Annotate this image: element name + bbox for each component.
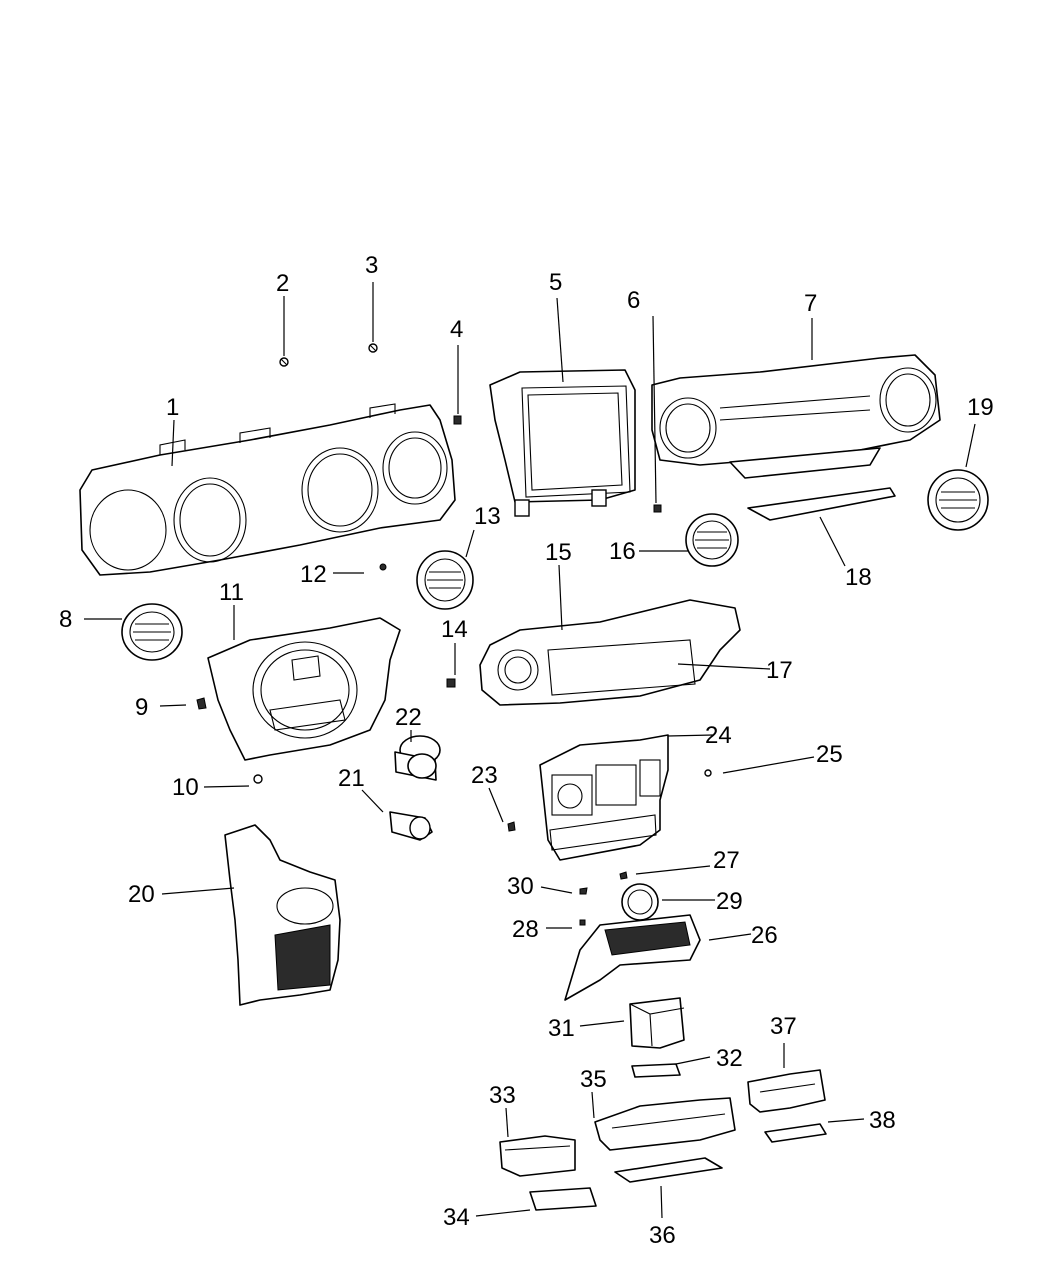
part-22-power-outlet [394,735,441,781]
callout-29: 29 [716,888,743,915]
part-28-clip [579,919,586,926]
callout-38: 38 [869,1107,896,1134]
callout-labels: 1 2 3 4 5 6 7 8 9 10 11 12 13 14 15 16 1… [59,252,994,1249]
part-7-passenger-bezel [651,354,941,479]
callout-13: 13 [474,503,501,530]
part-20-console-side-panel [224,824,341,1006]
leader-lines [84,282,976,1219]
part-29-ring [621,883,659,921]
callout-35: 35 [580,1066,607,1093]
part-2-screw [279,357,289,367]
part-31-storage-bin [629,997,685,1049]
callout-30: 30 [507,873,534,900]
part-15-17-center-trim [479,599,741,706]
part-5-screen-bezel [489,369,636,517]
part-4-clip [453,415,462,425]
part-18-trim-strip [747,487,896,521]
part-8-air-vent [121,603,183,661]
part-26-shifter-bezel [564,914,701,1001]
callout-2: 2 [276,270,289,297]
callout-23: 23 [471,762,498,789]
part-1-cluster-bezel [79,403,456,576]
callout-28: 28 [512,916,539,943]
part-36-mat [614,1157,723,1183]
callout-1: 1 [166,394,179,421]
callout-34: 34 [443,1204,470,1231]
callout-27: 27 [713,847,740,874]
part-12-clip [379,563,387,571]
part-19-air-vent [927,469,989,531]
callout-25: 25 [816,741,843,768]
callout-22: 22 [395,704,422,731]
part-3-screw [368,343,378,353]
part-25-screw [704,769,712,777]
callout-18: 18 [845,564,872,591]
callout-8: 8 [59,606,72,633]
part-14-clip [446,678,456,688]
callout-12: 12 [300,561,327,588]
callout-14: 14 [441,616,468,643]
callout-6: 6 [627,287,640,314]
callout-11: 11 [219,579,244,606]
callout-19: 19 [967,394,994,421]
part-27-clip [619,871,628,880]
callout-4: 4 [450,316,463,343]
part-33-storage-tray [499,1135,576,1177]
callout-37: 37 [770,1013,797,1040]
callout-24: 24 [705,722,732,749]
part-21-power-outlet [389,811,433,841]
part-37-storage-tray [747,1069,826,1113]
callout-20: 20 [128,881,155,908]
part-23-clip [507,821,516,832]
callout-7: 7 [804,290,817,317]
callout-10: 10 [172,774,199,801]
callout-15: 15 [545,539,572,566]
callout-5: 5 [549,269,562,296]
callout-17: 17 [766,657,793,684]
part-34-mat [529,1187,597,1211]
part-30-clip [579,887,588,895]
part-38-mat [764,1123,827,1143]
callout-3: 3 [365,252,378,279]
part-9-clip [196,697,207,710]
callout-16: 16 [609,538,636,565]
callout-36: 36 [649,1222,676,1249]
part-11-column-bezel [207,617,401,761]
part-6-clip [653,504,662,513]
part-24-center-stack-bezel [539,734,669,861]
callout-33: 33 [489,1082,516,1109]
part-10-clip [253,774,263,784]
part-35-storage-tray [594,1097,736,1151]
callout-9: 9 [135,694,148,721]
part-13-air-vent [416,550,474,610]
callout-21: 21 [338,765,365,792]
part-32-mat [631,1063,681,1078]
callout-32: 32 [716,1045,743,1072]
callout-26: 26 [751,922,778,949]
callout-31: 31 [548,1015,575,1042]
part-16-air-vent [685,513,739,567]
